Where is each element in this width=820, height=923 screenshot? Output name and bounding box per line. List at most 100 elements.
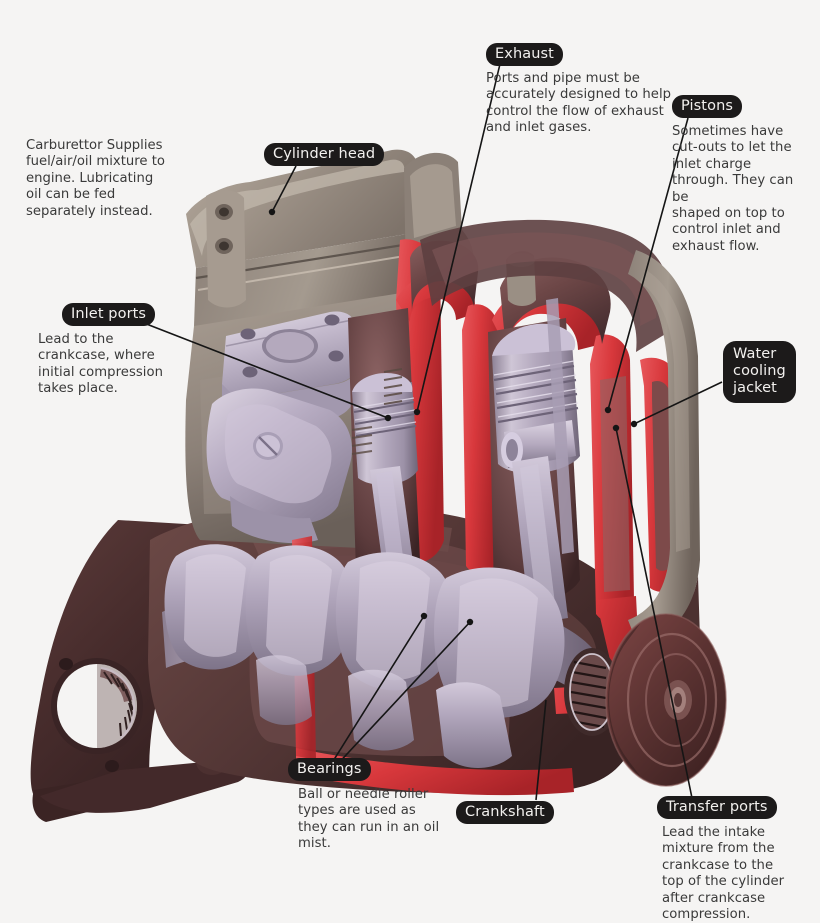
callout-carburettor: Carburettor Supplies fuel/air/oil mixtur… <box>26 138 206 220</box>
dot-exhaust <box>413 408 421 416</box>
callout-crankshaft: Crankshaft <box>456 801 554 824</box>
pistons-line-5: shaped on top to <box>672 206 785 222</box>
callout-transfer-ports: Transfer ports Lead the intake mixture f… <box>657 796 817 923</box>
crankshaft-webs <box>164 544 565 718</box>
flange-bolt-hole <box>242 366 258 378</box>
transfer-ports-line-5: after crankcase <box>662 890 766 906</box>
label-cylinder-head[interactable]: Cylinder head <box>264 143 385 166</box>
pulley-groove-outer <box>626 632 718 768</box>
label-water-cooling-jacket[interactable]: Water cooling jacket <box>723 341 796 403</box>
secondary-rod <box>546 298 574 554</box>
label-bearings[interactable]: Bearings <box>288 758 371 781</box>
inlet-port-fins <box>351 426 373 455</box>
crankcase-base-flange <box>40 758 251 813</box>
carburettor-line-4: oil can be fed <box>26 187 116 203</box>
pistons-line-2: cut-outs to let the <box>672 140 792 156</box>
bolt-boss <box>105 760 119 772</box>
flywheel-hub-center <box>674 693 682 707</box>
dot-bearings-a <box>420 612 428 620</box>
dot-pistons <box>604 406 612 414</box>
bolt-boss <box>59 658 73 670</box>
leader-bearings-a <box>329 615 425 767</box>
crank-web-2-highlight <box>266 555 332 665</box>
bearings-line-4: mist. <box>298 836 331 852</box>
pulley-groove-inner <box>645 653 707 747</box>
exhaust-stub-highlight <box>410 164 456 238</box>
leader-dots <box>268 208 638 626</box>
label-exhaust[interactable]: Exhaust <box>486 43 563 66</box>
flange-bolt-hole <box>328 350 344 362</box>
flange-bolt-hole <box>324 314 340 326</box>
water-jacket-line-2: cooling <box>733 363 786 379</box>
transfer-passage-interior <box>652 380 674 571</box>
inlet-ports-line-1: Lead to the <box>38 332 114 347</box>
carburettor-line-2: fuel/air/oil mixture to <box>26 154 165 170</box>
pistons-line-3: inlet charge <box>672 156 752 172</box>
dot-bearings-b <box>466 618 474 626</box>
water-jacket-line-3: jacket <box>733 380 777 396</box>
crank-counterweight-mid <box>348 669 414 751</box>
inlet-ports-description: Lead to the crankcase, where initial com… <box>38 332 212 398</box>
exhaust-line-4: and inlet gases. <box>486 120 592 136</box>
dot-cylinder-head <box>268 208 276 216</box>
flywheel-rim-edge <box>605 613 727 787</box>
transfer-ports-line-6: compression. <box>662 907 751 923</box>
carburettor-snout <box>230 496 318 544</box>
head-bolt-hole-inner <box>219 207 229 217</box>
crank-counterweight-front <box>436 682 512 768</box>
exhaust-line-2: accurately designed to help <box>486 87 672 103</box>
leader-inlet-ports <box>130 317 389 419</box>
callout-exhaust: Exhaust Ports and pipe must be accuratel… <box>486 43 686 137</box>
pistons-description: Sometimes have cut-outs to let the inlet… <box>672 124 812 255</box>
callout-pistons: Pistons Sometimes have cut-outs to let t… <box>672 95 812 255</box>
transfer-port-channel <box>600 376 630 592</box>
carburettor-throat-inner <box>266 332 314 360</box>
callout-water-cooling-jacket: Water cooling jacket <box>723 341 796 403</box>
inlet-ports-line-3: initial compression <box>38 364 164 380</box>
exhaust-description: Ports and pipe must be accurately design… <box>486 71 686 137</box>
bearings-line-3: they can run in an oil <box>298 819 440 835</box>
leader-cylinder-head <box>271 165 297 213</box>
callout-inlet-ports: Inlet ports Lead to the crankcase, where… <box>38 303 212 398</box>
exhaust-line-3: control the flow of exhaust <box>486 103 664 119</box>
label-crankshaft[interactable]: Crankshaft <box>456 801 554 824</box>
carburettor-line-3: engine. Lubricating <box>26 170 154 186</box>
leader-transfer-ports <box>615 427 693 799</box>
transfer-ports-line-3: crankcase to the <box>662 857 774 873</box>
dot-transfer-ports <box>612 424 620 432</box>
screw-slot <box>258 436 278 456</box>
block-right-highlight <box>640 270 690 552</box>
bearings-line-1: Ball or needle roller <box>298 787 429 802</box>
label-transfer-ports[interactable]: Transfer ports <box>657 796 777 819</box>
pistons-line-6: control inlet and <box>672 222 781 238</box>
leader-lines <box>130 63 723 801</box>
crank-web-3-highlight <box>356 561 430 681</box>
label-inlet-ports[interactable]: Inlet ports <box>62 303 156 326</box>
callout-bearings: Bearings Ball or needle roller types are… <box>288 758 448 853</box>
carburettor-line-1: Carburettor Supplies <box>26 138 163 153</box>
callout-cylinder-head: Cylinder head <box>264 143 385 166</box>
bearings-line-2: types are used as <box>298 803 416 819</box>
crank-web-4-highlight <box>456 578 538 708</box>
carburettor-line-5: separately instead. <box>26 203 153 219</box>
leader-exhaust <box>416 63 501 413</box>
bearings-description: Ball or needle roller types are used as … <box>298 787 448 853</box>
cooling-jacket-base-strip <box>296 748 574 796</box>
water-jacket-line-1: Water <box>733 346 777 362</box>
transfer-ports-line-4: top of the cylinder <box>662 874 785 890</box>
dot-inlet-ports <box>384 414 392 422</box>
needle-roller-bearing-left <box>100 666 136 739</box>
leader-water-jacket <box>633 381 723 425</box>
inlet-ports-line-4: takes place. <box>38 381 118 397</box>
transfer-ports-description: Lead the intake mixture from the crankca… <box>662 825 817 923</box>
dot-water-jacket <box>630 420 638 428</box>
gudgeon-pin-bore <box>506 439 518 461</box>
label-pistons[interactable]: Pistons <box>672 95 743 118</box>
pistons-line-1: Sometimes have <box>672 124 784 139</box>
rod-2-highlight <box>520 464 556 616</box>
block-right-outer-wall <box>628 250 700 650</box>
leader-pistons <box>607 117 689 411</box>
exhaust-line-1: Ports and pipe must be <box>486 71 640 86</box>
